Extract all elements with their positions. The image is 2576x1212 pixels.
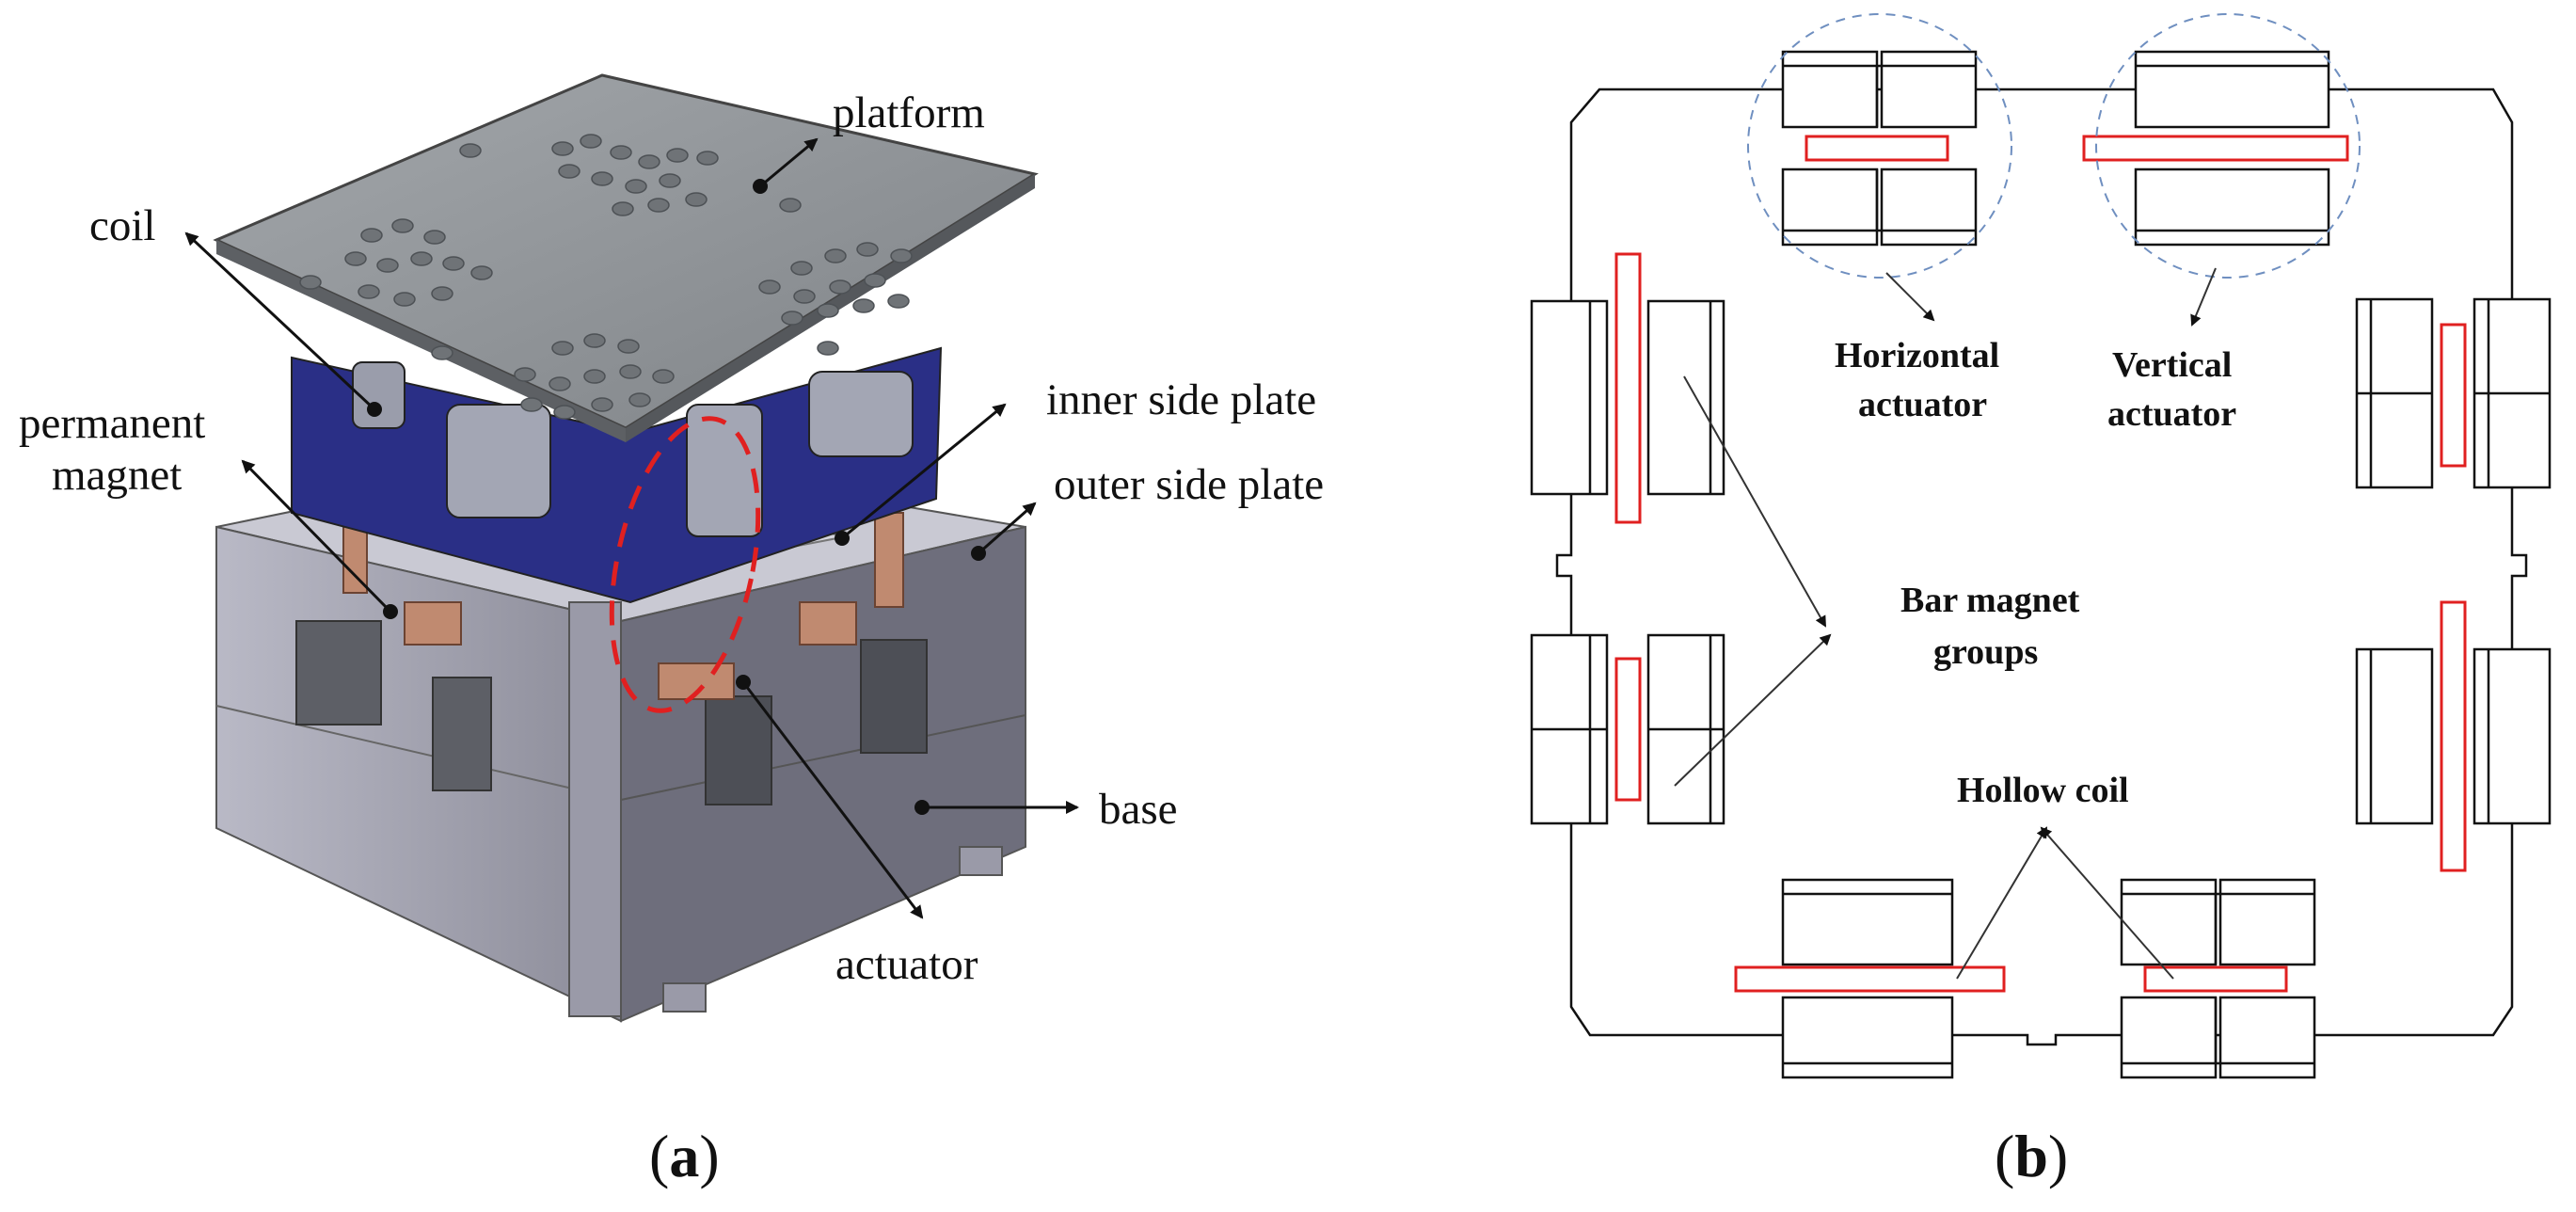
label-vertical: Vertical [2112, 345, 2232, 385]
label-actuator: actuator [835, 940, 978, 989]
hollow-coil-pointer-2 [2040, 826, 2174, 980]
horizontal-actuator-highlight [1747, 13, 2012, 279]
inner-side-plate-leader-dot [835, 531, 850, 546]
label-permanent: permanent [19, 399, 205, 448]
actuator-leader [741, 681, 924, 919]
bar-magnet-pointer-2 [1674, 633, 1832, 787]
platform-leader-dot [753, 179, 768, 194]
caption-b-letter: b [2014, 1123, 2048, 1189]
panel-b-schematic: Horizontal actuator Vertical actuator Ba… [1530, 13, 2552, 1189]
label-groups: groups [1933, 632, 2038, 672]
bottom-right-actuator [2120, 878, 2316, 1079]
coil-leader [184, 231, 376, 411]
left-upper-actuator [1530, 252, 1725, 524]
inner-side-plate-leader [841, 403, 1007, 540]
vertical-actuator-top [2082, 50, 2349, 247]
caption-b: (b) [1995, 1123, 2068, 1189]
outer-side-plate-leader [978, 502, 1037, 555]
label-hollow-coil: Hollow coil [1957, 771, 2129, 810]
label-horizontal-actuator: actuator [1858, 385, 1987, 424]
bar-magnet-pointer-1 [1683, 375, 1826, 628]
label-base: base [1099, 785, 1178, 834]
left-lower-actuator [1530, 633, 1725, 825]
vertical-actuator-highlight [2095, 13, 2361, 279]
actuator-highlight-ellipse [609, 416, 761, 713]
right-upper-actuator [2355, 297, 2552, 489]
label-horizontal: Horizontal [1835, 336, 1999, 375]
permanent-magnet-leader [241, 459, 392, 614]
right-lower-actuator [2355, 600, 2552, 872]
label-bar-magnet: Bar magnet [1900, 581, 2080, 620]
bottom-left-actuator [1734, 878, 2006, 1079]
platform-holes [299, 134, 913, 420]
platform-assembly [213, 73, 1039, 604]
label-magnet: magnet [52, 451, 182, 500]
label-coil: coil [89, 201, 155, 250]
coil-leader-dot [367, 402, 382, 417]
vertical-actuator-pointer [2190, 267, 2217, 327]
caption-a: (a) [649, 1123, 720, 1189]
permanent-magnet-leader-dot [383, 604, 398, 619]
horizontal-actuator-top [1781, 50, 1978, 247]
outer-side-plate-leader-dot [971, 546, 986, 561]
label-vertical-actuator: actuator [2107, 394, 2236, 434]
horizontal-actuator-pointer [1885, 272, 1935, 322]
label-platform: platform [833, 88, 985, 137]
label-outer-side-plate: outer side plate [1054, 460, 1324, 509]
caption-a-letter: a [669, 1123, 699, 1189]
label-inner-side-plate: inner side plate [1046, 375, 1316, 424]
actuator-leader-dot [736, 675, 751, 690]
frame-outline [1555, 88, 2528, 1046]
platform-leader [759, 137, 819, 188]
panel-a-illustration: platform coil permanent magnet inner sid… [19, 73, 1324, 1189]
base-leader-dot [914, 800, 930, 815]
hollow-coil-pointer-1 [1956, 826, 2048, 980]
